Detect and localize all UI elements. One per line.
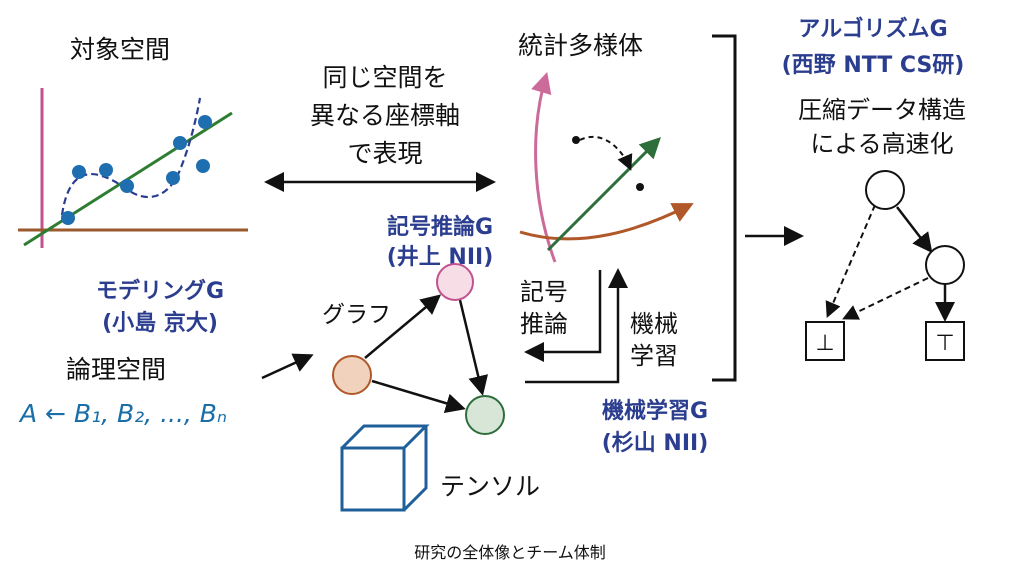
scatter-point xyxy=(99,163,113,177)
manifold-pink-curve xyxy=(531,71,557,263)
scatter-point xyxy=(196,159,210,173)
ml-arrow xyxy=(525,268,628,384)
scatter-point xyxy=(166,171,180,185)
algo-group-line1: アルゴリズムG xyxy=(798,16,947,42)
center-text-line3: で表現 xyxy=(347,139,422,168)
graph-edge-pink-green xyxy=(458,299,489,396)
dd-edge-root-to-bottom xyxy=(825,204,876,318)
symbolic-group-line1: 記号推論G xyxy=(387,214,493,240)
center-text-line2: 異なる座標軸 xyxy=(310,101,460,130)
modeling-group-line1: モデリングG xyxy=(96,278,224,304)
logic-space-label: 論理空間 xyxy=(66,355,166,384)
dd-terminal-bottom xyxy=(805,321,845,361)
ml-group-line2: (杉山 NII) xyxy=(602,430,709,456)
ml-line1: 機械 xyxy=(630,310,678,338)
compressed-line2: による高速化 xyxy=(810,130,953,158)
algo-group-line2: (西野 NTT CS研) xyxy=(782,53,965,78)
scatter-point xyxy=(72,165,86,179)
scatter-point xyxy=(173,136,187,150)
symbolic-inference-line2: 推論 xyxy=(520,310,568,338)
graph-node-green xyxy=(465,395,505,435)
scatter-point xyxy=(198,115,212,129)
projection-dashed-arrow xyxy=(579,135,633,171)
fitted-curve xyxy=(60,97,202,216)
manifold-brown-curve xyxy=(519,203,694,241)
center-text-line1: 同じ空間を xyxy=(322,63,447,92)
manifold-point-start xyxy=(572,136,580,144)
symbolic-group-line2: (井上 NII) xyxy=(387,245,494,270)
dd-terminal-top-symbol: ⊤ xyxy=(935,331,954,356)
graph-node-orange xyxy=(332,355,372,395)
regression-line xyxy=(23,111,233,247)
dd-child-node xyxy=(925,245,965,285)
manifold-green-arrow xyxy=(546,137,661,252)
tensor-label: テンソル xyxy=(440,472,540,501)
symbolic-inference-line1: 記号 xyxy=(520,278,568,306)
ml-group-line1: 機械学習G xyxy=(602,398,708,424)
logic-formula: A ← B₁, B₂, ..., Bₙ xyxy=(18,399,227,428)
scatter-points xyxy=(61,115,212,225)
dd-root-node xyxy=(865,170,905,210)
graph-edge-orange-pink xyxy=(364,294,442,359)
dd-terminal-top xyxy=(925,321,965,361)
right-bracket xyxy=(712,34,737,382)
dd-terminal-bottom-symbol: ⊥ xyxy=(815,331,834,356)
figure-caption: 研究の全体像とチーム体制 xyxy=(414,543,606,562)
manifold-label: 統計多様体 xyxy=(518,31,643,60)
dd-edge-child-to-bottom xyxy=(842,277,929,320)
graph-edge-orange-green xyxy=(371,379,466,413)
logic-to-graph-arrow xyxy=(261,353,314,380)
ml-line2: 学習 xyxy=(630,342,678,370)
tensor-cube xyxy=(340,424,430,512)
graph-label: グラフ xyxy=(322,302,391,328)
object-space-label: 対象空間 xyxy=(70,35,170,64)
modeling-group-line2: (小島 京大) xyxy=(102,310,218,336)
dd-edge-root-to-child xyxy=(896,206,933,254)
graph-node-pink xyxy=(436,263,474,301)
compressed-line1: 圧縮データ構造 xyxy=(798,96,966,124)
scatter-point xyxy=(61,211,75,225)
symbolic-inference-arrow xyxy=(524,270,602,362)
manifold-point-end xyxy=(636,183,644,191)
scatter-point xyxy=(120,179,134,193)
